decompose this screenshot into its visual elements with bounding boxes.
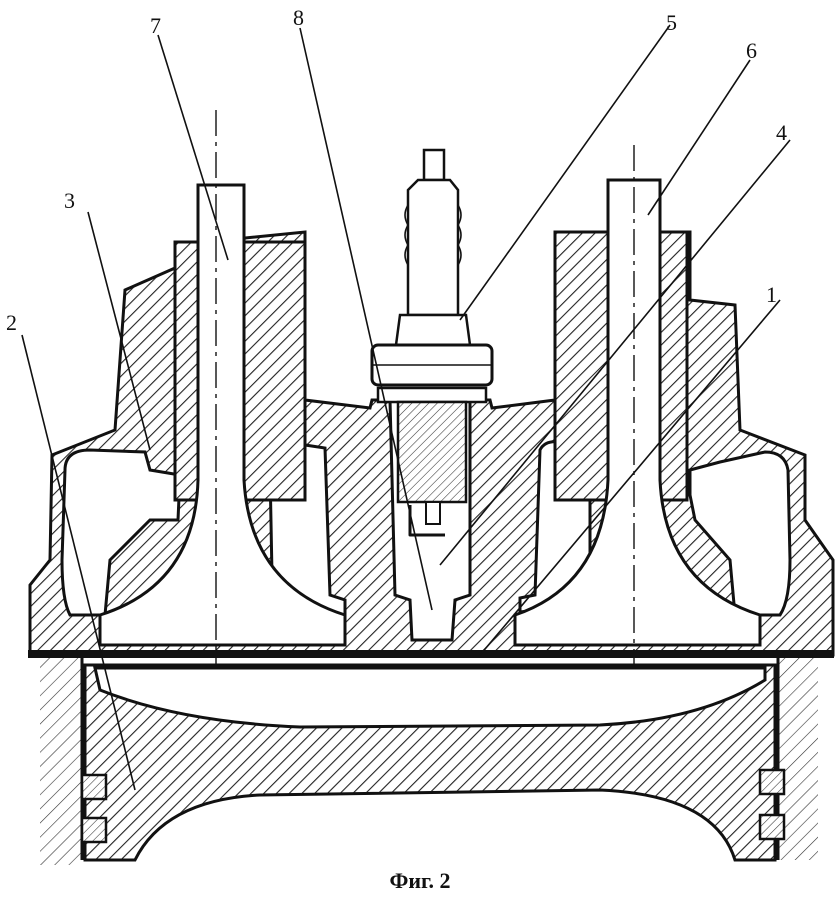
leader-3	[87, 211, 151, 451]
callout-8: 8	[293, 5, 304, 30]
callout-2: 2	[6, 310, 17, 335]
callout-6: 6	[746, 38, 757, 63]
piston-ring-left-1	[80, 773, 108, 801]
leader-8	[299, 27, 433, 611]
leader-lines	[21, 24, 791, 791]
valve-right	[513, 145, 762, 690]
piston-crown-recess	[93, 666, 767, 729]
piston-ring-left-2	[80, 816, 108, 844]
callout-4: 4	[776, 120, 787, 145]
leader-6	[647, 59, 751, 216]
leader-1	[479, 299, 781, 656]
leader-7	[157, 34, 229, 261]
callout-3: 3	[64, 188, 75, 213]
leader-4	[439, 139, 791, 566]
cylinder-wall-left	[40, 655, 84, 865]
water-jacket-left	[60, 448, 182, 617]
spark-plug	[370, 148, 494, 537]
water-jacket-right	[688, 450, 792, 617]
piston-ring-right-2	[758, 813, 786, 841]
leader-5	[459, 24, 671, 321]
callout-7: 7	[150, 13, 161, 38]
leader-2	[21, 334, 136, 791]
figure-caption: Фиг. 2	[389, 868, 451, 893]
valve-left	[98, 110, 347, 690]
callout-1: 1	[766, 282, 777, 307]
callout-5: 5	[666, 10, 677, 35]
head-gasket	[28, 650, 834, 658]
piston-ring-right-1	[758, 768, 786, 796]
